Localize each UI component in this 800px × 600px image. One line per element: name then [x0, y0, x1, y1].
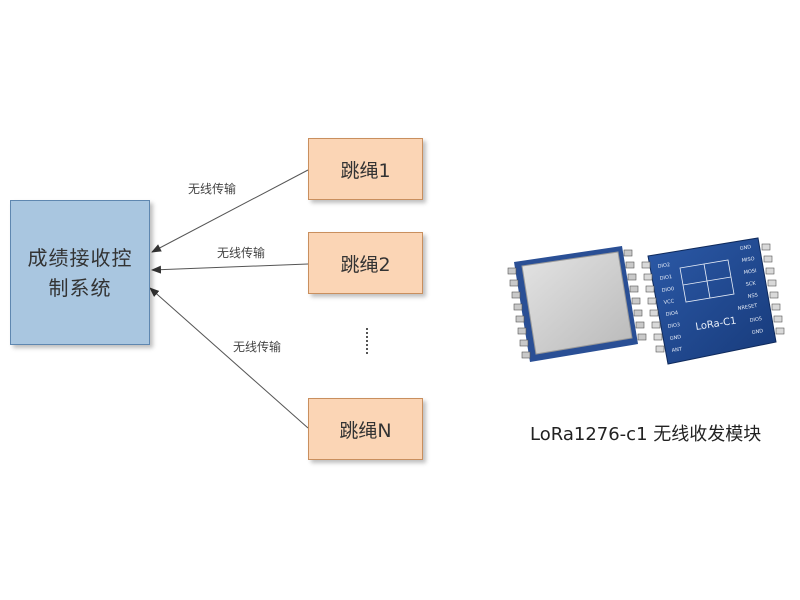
shielded-module: [507, 246, 647, 362]
rope-label: 跳绳1: [340, 159, 391, 182]
rope-label: 跳绳N: [339, 419, 392, 442]
module-illustration: DIO2 DIO1 DIO0 VCC DIO4 DIO3 GND ANT GND…: [507, 237, 785, 365]
pin-label: DIO0: [661, 286, 674, 294]
pin-label: GND: [739, 244, 751, 252]
pin-label: ANT: [671, 346, 683, 354]
arrow-rope1-to-control: [151, 169, 309, 253]
control-system-label-line1: 成绩接收控: [27, 245, 133, 270]
pin-label: GND: [751, 328, 763, 336]
ellipsis-dots: [366, 328, 370, 354]
pin-label: DIO4: [665, 310, 678, 318]
edge-label-2: 无线传输: [217, 246, 266, 260]
rope-label: 跳绳2: [340, 253, 391, 276]
rope-node-n: 跳绳N: [308, 398, 423, 460]
pin-label: MISO: [741, 256, 755, 264]
pin-label: DIO1: [659, 274, 672, 282]
pin-label: DIO5: [749, 316, 762, 324]
pin-label: NSS: [747, 292, 758, 300]
pin-label: MOSI: [743, 268, 757, 276]
control-system-node: 成绩接收控 制系统: [10, 200, 150, 345]
pin-label: DIO3: [667, 322, 680, 330]
pin-label: GND: [669, 334, 681, 342]
arrow-ropeN-to-control: [149, 287, 309, 429]
rope-node-2: 跳绳2: [308, 232, 423, 294]
rope-node-1: 跳绳1: [308, 138, 423, 200]
pin-label: DIO2: [657, 262, 670, 270]
edge-label-3: 无线传输: [233, 340, 282, 354]
edge-label-1: 无线传输: [188, 182, 237, 196]
pin-label: NRESET: [737, 303, 758, 312]
module-caption: LoRa1276-c1 无线收发模块: [530, 424, 762, 445]
control-system-label-line2: 制系统: [48, 275, 112, 300]
arrow-rope2-to-control: [151, 263, 309, 274]
lora-module-image: DIO2 DIO1 DIO0 VCC DIO4 DIO3 GND ANT GND…: [500, 232, 790, 392]
pin-label: VCC: [663, 298, 675, 306]
pcb-module: DIO2 DIO1 DIO0 VCC DIO4 DIO3 GND ANT GND…: [641, 237, 785, 365]
pin-label: SCK: [745, 280, 756, 288]
